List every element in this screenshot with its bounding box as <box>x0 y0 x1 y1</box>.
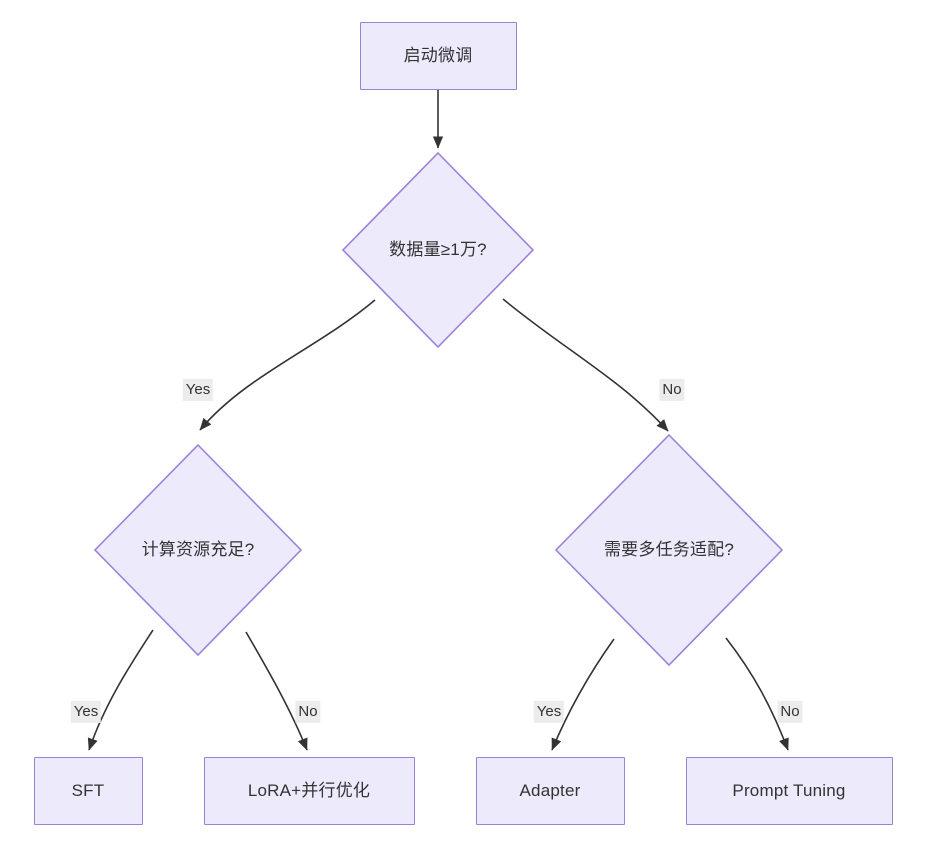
node-label-lora: LoRA+并行优化 <box>247 781 371 801</box>
node-label-adapter: Adapter <box>519 781 581 801</box>
node-adapter[interactable]: Adapter <box>475 757 625 825</box>
diamond-shape-dec_task <box>555 434 783 666</box>
node-dec_res[interactable]: 计算资源充足? <box>94 444 302 656</box>
node-label-dec_res: 计算资源充足? <box>141 540 255 560</box>
edge-dec_res-to-sft <box>87 629 154 751</box>
node-sft[interactable]: SFT <box>33 757 143 825</box>
node-label-start: 启动微调 <box>403 46 473 66</box>
edge-label-dec_task-to-adapter: Yes <box>533 700 565 724</box>
edge-dec_res-to-lora <box>245 631 308 751</box>
edge-label-dec_task-to-prompt: No <box>777 700 803 724</box>
node-prompt[interactable]: Prompt Tuning <box>685 757 893 825</box>
node-start[interactable]: 启动微调 <box>359 22 517 90</box>
node-label-sft: SFT <box>71 781 105 801</box>
diamond-shape-dec_res <box>94 444 302 656</box>
edge-dec_data-to-dec_task <box>502 298 669 432</box>
node-label-dec_data: 数据量≥1万? <box>389 240 487 260</box>
node-lora[interactable]: LoRA+并行优化 <box>203 757 415 825</box>
edge-label-dec_res-to-lora: No <box>295 700 321 724</box>
node-dec_data[interactable]: 数据量≥1万? <box>342 152 534 348</box>
edge-label-dec_data-to-dec_task: No <box>659 378 685 402</box>
edge-label-dec_data-to-dec_res: Yes <box>182 378 214 402</box>
edge-label-dec_res-to-sft: Yes <box>70 700 102 724</box>
edge-dec_data-to-dec_res <box>199 299 376 431</box>
edge-dec_task-to-prompt <box>725 637 789 751</box>
node-label-prompt: Prompt Tuning <box>732 781 846 801</box>
node-dec_task[interactable]: 需要多任务适配? <box>555 434 783 666</box>
node-label-dec_task: 需要多任务适配? <box>603 540 735 560</box>
edge-paths <box>87 90 789 751</box>
edge-dec_task-to-adapter <box>551 638 615 751</box>
diamond-shape-dec_data <box>342 152 534 348</box>
